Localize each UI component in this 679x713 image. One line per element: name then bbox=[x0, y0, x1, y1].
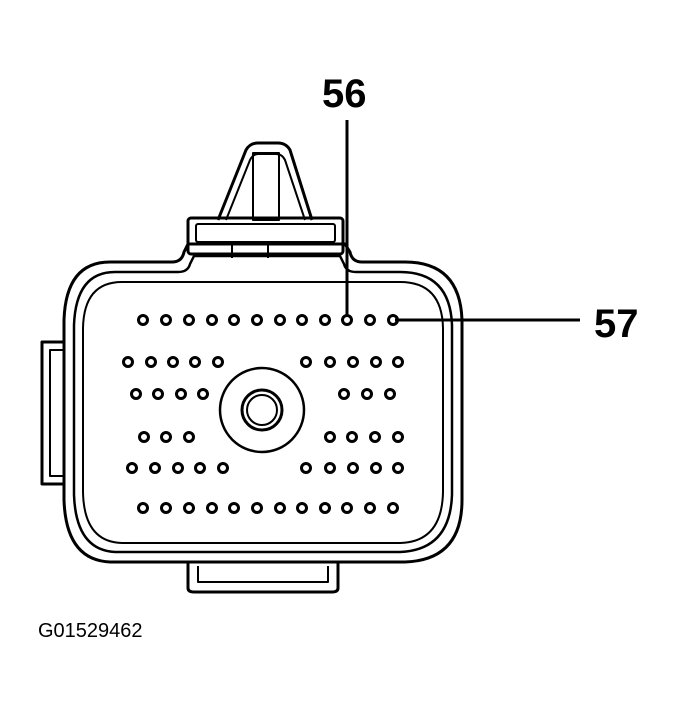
pin-cavity bbox=[217, 462, 229, 474]
pin-cavity bbox=[251, 314, 263, 326]
pin-cavity bbox=[300, 356, 312, 368]
latch-base-inner bbox=[195, 223, 336, 243]
figure-id: G01529462 bbox=[38, 620, 143, 642]
pin-cavity bbox=[160, 314, 172, 326]
pin-cavity bbox=[175, 388, 187, 400]
callout-pin-56: 56 bbox=[322, 72, 367, 116]
pin-cavity bbox=[319, 314, 331, 326]
center-boss bbox=[218, 366, 306, 454]
left-side-tab bbox=[40, 340, 64, 486]
bottom-tab bbox=[186, 562, 340, 594]
pin-cavity bbox=[324, 431, 336, 443]
pin-cavity bbox=[392, 462, 404, 474]
left-side-tab-inner bbox=[49, 349, 64, 477]
pin-cavity bbox=[183, 502, 195, 514]
pin-cavity bbox=[172, 462, 184, 474]
pin-cavity bbox=[364, 314, 376, 326]
housing-inner bbox=[72, 254, 454, 554]
pin-cavity bbox=[228, 314, 240, 326]
pin-cavity bbox=[138, 431, 150, 443]
pin-cavity bbox=[296, 502, 308, 514]
pin-cavity bbox=[300, 462, 312, 474]
pin-cavity bbox=[145, 356, 157, 368]
pin-cavity bbox=[212, 356, 224, 368]
pin-cavity bbox=[206, 314, 218, 326]
pin-cavity bbox=[137, 314, 149, 326]
pin-cavity bbox=[206, 502, 218, 514]
pin-cavity bbox=[130, 388, 142, 400]
pin-cavity bbox=[251, 502, 263, 514]
pin-cavity bbox=[167, 356, 179, 368]
pin-cavity bbox=[364, 502, 376, 514]
latch-slot bbox=[252, 152, 280, 221]
pin-cavity bbox=[149, 462, 161, 474]
pin-cavity bbox=[183, 314, 195, 326]
pin-cavity bbox=[361, 388, 373, 400]
pin-cavity bbox=[338, 388, 350, 400]
pin-cavity bbox=[126, 462, 138, 474]
pin-cavity bbox=[183, 431, 195, 443]
locking-latch bbox=[216, 141, 314, 221]
pin-cavities bbox=[122, 314, 404, 514]
pin-cavity bbox=[392, 431, 404, 443]
housing-face bbox=[82, 281, 444, 544]
pin-cavity bbox=[341, 314, 353, 326]
pin-cavity bbox=[341, 502, 353, 514]
leader-lines bbox=[345, 120, 580, 322]
pin-cavity bbox=[274, 502, 286, 514]
pin-cavity bbox=[152, 388, 164, 400]
bottom-tab-inner bbox=[197, 566, 329, 583]
pin-cavity bbox=[370, 462, 382, 474]
pin-cavity bbox=[387, 502, 399, 514]
pin-cavity bbox=[370, 356, 382, 368]
pin-cavity bbox=[296, 314, 308, 326]
pin-cavity bbox=[197, 388, 209, 400]
pin-cavity bbox=[122, 356, 134, 368]
pin-cavity bbox=[160, 502, 172, 514]
pin-cavity bbox=[392, 356, 404, 368]
pin-cavity bbox=[346, 431, 358, 443]
pin-cavity bbox=[324, 356, 336, 368]
pin-cavity bbox=[319, 502, 331, 514]
pin-cavity bbox=[274, 314, 286, 326]
pin-cavity bbox=[228, 502, 240, 514]
pin-cavity bbox=[347, 462, 359, 474]
callout-pin-57: 57 bbox=[594, 302, 639, 346]
pin-cavity bbox=[189, 356, 201, 368]
pin-cavity bbox=[369, 431, 381, 443]
pin-cavity bbox=[347, 356, 359, 368]
latch-base bbox=[186, 216, 345, 256]
housing-outer bbox=[62, 242, 464, 564]
pin-cavity bbox=[194, 462, 206, 474]
pin-cavity bbox=[324, 462, 336, 474]
pin-cavity bbox=[160, 431, 172, 443]
pin-cavity bbox=[137, 502, 149, 514]
pin-cavity bbox=[384, 388, 396, 400]
